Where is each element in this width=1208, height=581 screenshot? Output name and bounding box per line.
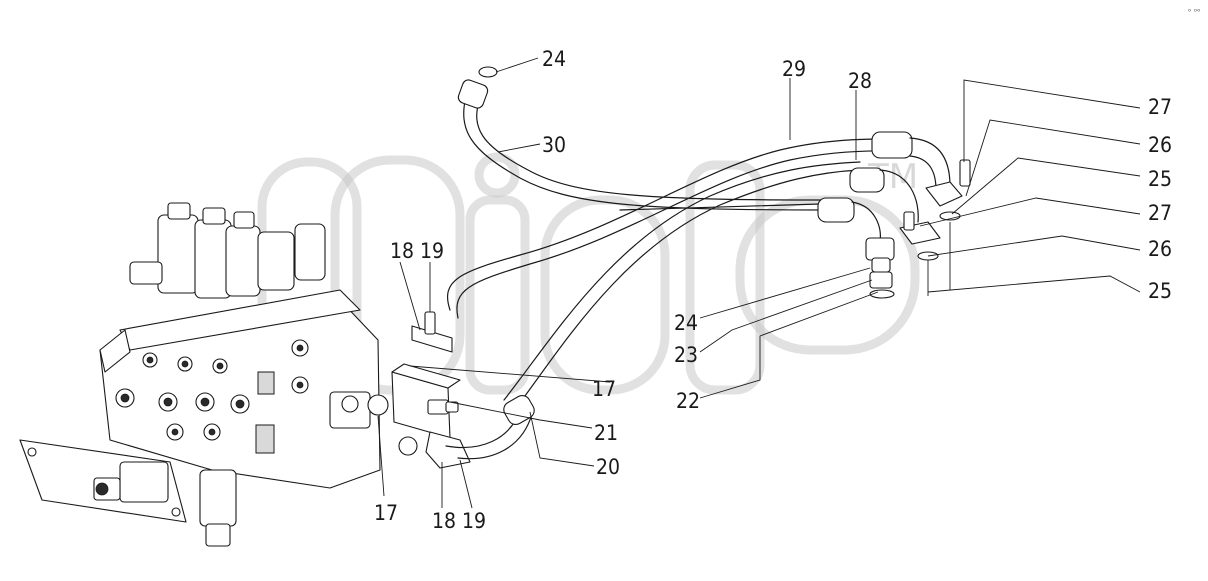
callout-25-a: 25 (1148, 167, 1172, 191)
upper-flange (411, 325, 453, 353)
callout-18-bottom: 18 (432, 509, 456, 533)
callout-17-right: 17 (592, 377, 616, 401)
relief-valve (93, 461, 237, 547)
callout-17-bottom: 17 (374, 501, 398, 525)
callout-21: 21 (594, 421, 618, 445)
callout-26-a: 26 (1148, 133, 1172, 157)
split-flange-upper (925, 181, 963, 207)
control-valve-assembly (19, 202, 418, 547)
callout-19-top: 19 (420, 239, 444, 263)
callout-28: 28 (848, 69, 872, 93)
o-ring-lower (398, 436, 418, 456)
corner-mark: ᵒ ᵒᵒ (1188, 7, 1200, 16)
callout-22: 22 (676, 389, 700, 413)
callout-18-top: 18 (390, 239, 414, 263)
right-fittings (865, 159, 971, 299)
o-ring-upper (367, 394, 389, 416)
callout-25-b: 25 (1148, 279, 1172, 303)
callout-19-bottom: 19 (462, 509, 486, 533)
leader-lines (377, 57, 1141, 509)
callout-23: 23 (674, 343, 698, 367)
callout-26-b: 26 (1148, 237, 1172, 261)
hose-lines (445, 66, 951, 460)
valve-ports (115, 339, 371, 454)
callout-24-top: 24 (542, 47, 566, 71)
callout-20: 20 (596, 455, 620, 479)
solenoid-stack (129, 202, 326, 299)
callout-30: 30 (542, 133, 566, 157)
callout-24-mid: 24 (674, 311, 698, 335)
lower-flange (425, 431, 471, 469)
flange-fittings (391, 311, 471, 469)
callout-29: 29 (782, 57, 806, 81)
callout-labels: 24 30 29 28 27 26 25 27 26 25 18 19 24 2… (374, 47, 1172, 533)
callout-27-b: 27 (1148, 201, 1172, 225)
callout-27-a: 27 (1148, 95, 1172, 119)
